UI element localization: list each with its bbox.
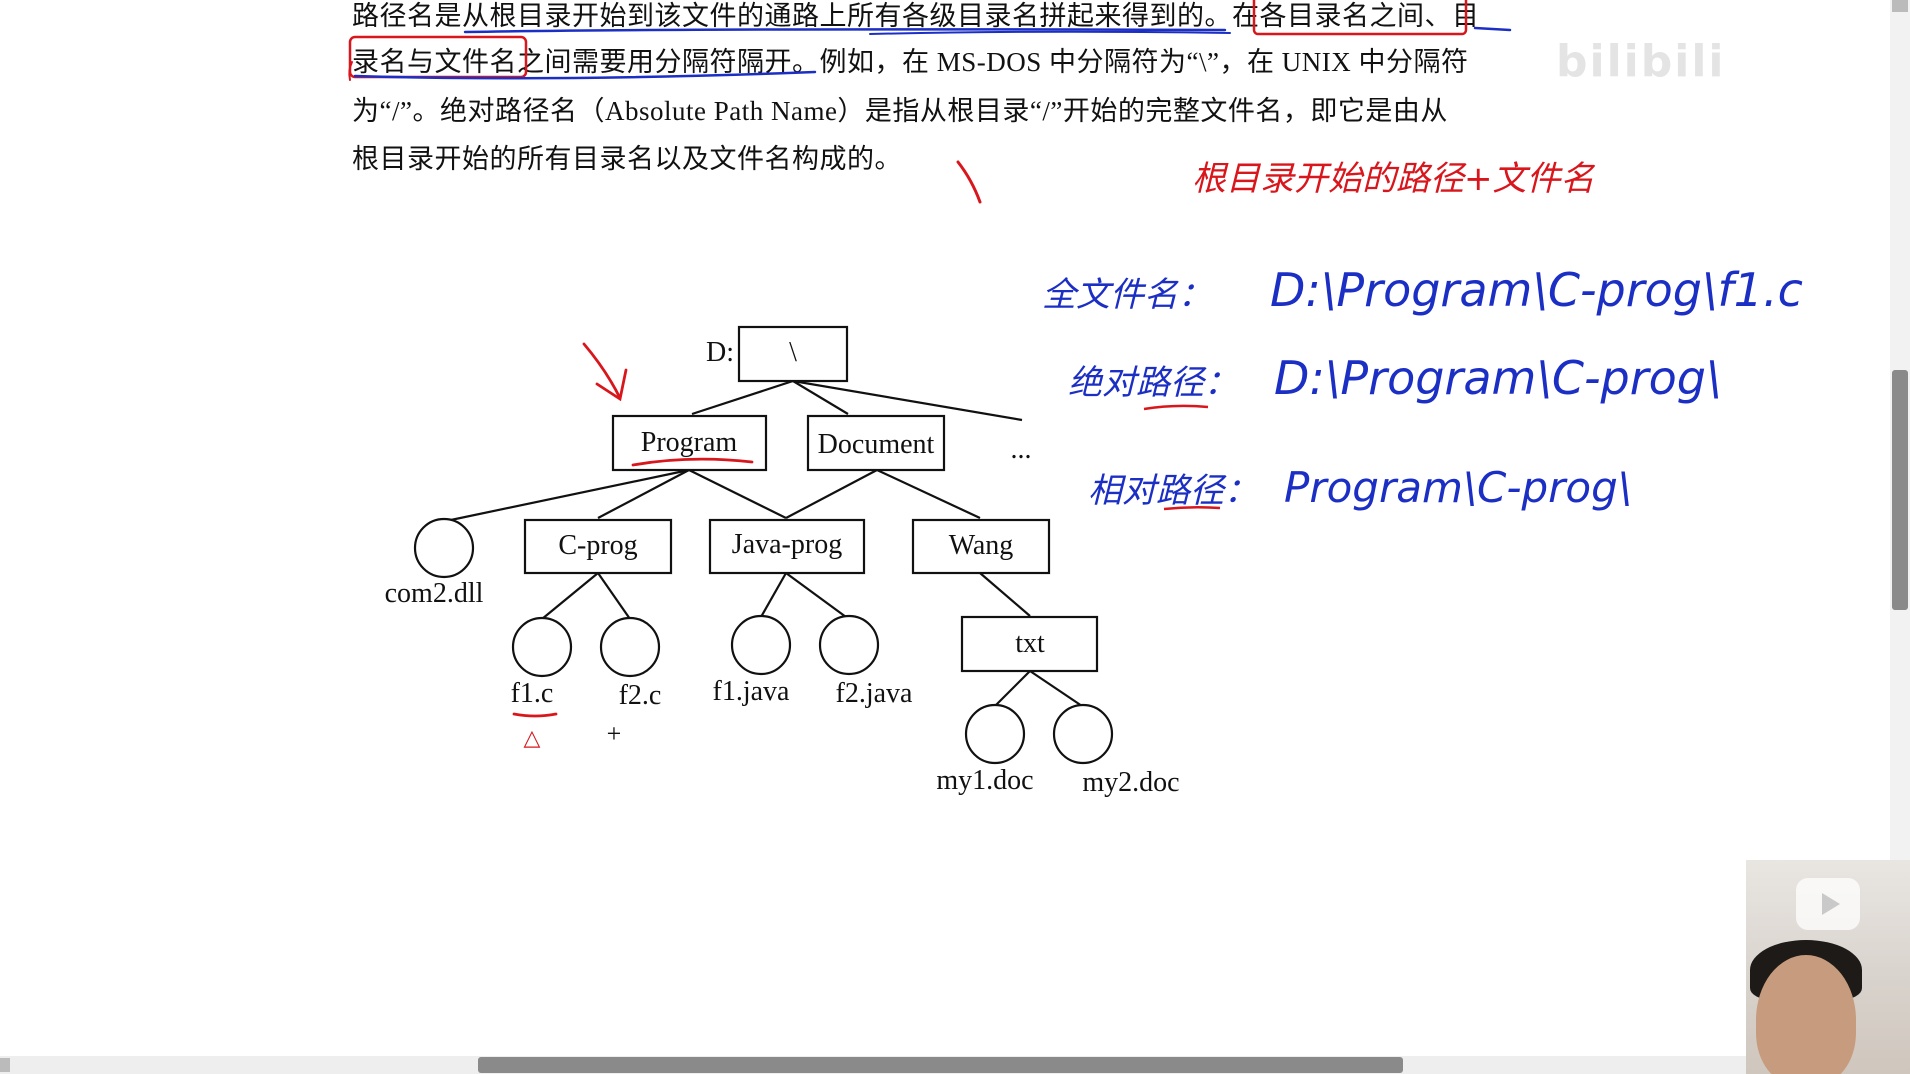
tree-nodes: [523, 325, 1099, 673]
scroll-up-icon[interactable]: [1892, 0, 1908, 12]
vertical-scroll-thumb[interactable]: [1892, 370, 1908, 610]
horizontal-scrollbar[interactable]: [0, 1056, 1890, 1074]
horizontal-scroll-thumb[interactable]: [478, 1057, 1403, 1073]
my1-label: my1.doc: [936, 765, 1033, 796]
webcam-overlay: [1746, 860, 1910, 1074]
scroll-left-icon[interactable]: [0, 1058, 10, 1072]
paragraph-line-2: 录名与文件名之间需要用分隔符隔开。例如，在 MS-DOS 中分隔符为“\”，在 …: [352, 47, 1469, 77]
play-icon[interactable]: [1796, 878, 1860, 930]
cprog-label: C-prog: [558, 530, 637, 561]
my2-label: my2.doc: [1082, 767, 1179, 798]
tree-markup: [512, 342, 754, 718]
f1c-leaf: [511, 616, 573, 678]
vertical-scrollbar[interactable]: [1890, 0, 1910, 1060]
mark-under-f1: △: [524, 726, 541, 751]
text-markup: [348, 0, 1512, 204]
ellipsis-label: ...: [1011, 434, 1032, 465]
red-arrow-shaft: [582, 342, 622, 400]
txt-node: [960, 615, 1099, 673]
full-name-value: D:\Program\C-prog\f1.c: [1270, 263, 1803, 317]
com2-label: com2.dll: [385, 578, 484, 609]
abs-path-label: 绝对路径：: [1068, 363, 1238, 403]
paragraph-line-3: 为“/”。绝对路径名（Absolute Path Name）是指从根目录“/”开…: [352, 96, 1448, 126]
wang-node: [911, 518, 1051, 575]
paragraph-line-1: 路径名是从根目录开始到该文件的通路上所有各级目录名拼起来得到的。在各目录名之间、…: [352, 1, 1480, 31]
presenter-face: [1756, 955, 1856, 1074]
red-arrow-head: [595, 368, 628, 402]
bilibili-watermark: bilibili: [1556, 36, 1726, 87]
txt-label: txt: [1015, 628, 1045, 659]
my1-leaf: [964, 703, 1026, 765]
root-node: [737, 325, 849, 383]
cprog-node: [523, 518, 673, 575]
f1java-leaf: [730, 614, 792, 676]
f1c-label: f1.c: [511, 678, 554, 709]
document-label: Document: [818, 429, 935, 460]
drive-label: D:: [706, 337, 734, 368]
full-name-label: 全文件名：: [1042, 275, 1212, 315]
f2c-label: f2.c: [619, 680, 662, 711]
rel-path-value: Program\C-prog\: [1284, 463, 1632, 512]
javaprog-node: [708, 518, 866, 575]
f2java-label: f2.java: [836, 678, 914, 709]
wang-label: Wang: [949, 530, 1014, 561]
paragraph-line-4: 根目录开始的所有目录名以及文件名构成的。: [352, 144, 902, 174]
root-label: \: [789, 337, 797, 368]
f2java-leaf: [818, 614, 880, 676]
my2-leaf: [1052, 703, 1114, 765]
tree-edges: [445, 379, 1083, 707]
f1java-label: f1.java: [713, 676, 791, 707]
note-top: 根目录开始的路径+文件名: [1192, 159, 1595, 199]
handwriting-underlines: [1143, 404, 1221, 511]
abs-path-value: D:\Program\C-prog\: [1274, 351, 1722, 405]
tree-leaves: [413, 517, 1114, 765]
com2-leaf: [413, 517, 475, 579]
rel-path-label: 相对路径：: [1088, 471, 1258, 511]
javaprog-label: Java-prog: [732, 529, 842, 560]
document-node: [806, 414, 946, 472]
mark-under-f2: +: [607, 719, 622, 748]
program-label: Program: [641, 427, 738, 458]
f2c-leaf: [599, 616, 661, 678]
